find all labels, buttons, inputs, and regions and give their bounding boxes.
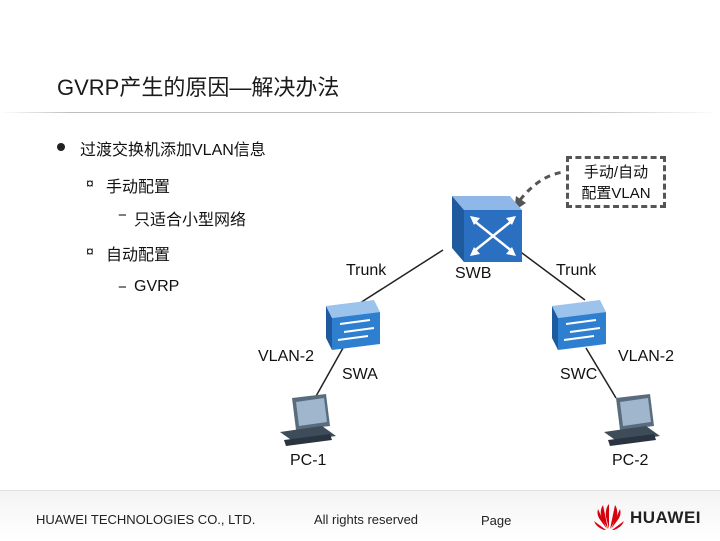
bullet-dot <box>57 143 65 151</box>
pc2-label: PC-2 <box>612 452 649 469</box>
footer-company: HUAWEI TECHNOLOGIES CO., LTD. <box>36 512 256 527</box>
pc1-label: PC-1 <box>290 452 327 469</box>
dash-symbol: − <box>118 207 127 224</box>
footer-page: Page <box>481 513 512 528</box>
trunk-link-right <box>517 249 586 301</box>
trunk-label-right: Trunk <box>556 262 597 279</box>
vlan-label-right: VLAN-2 <box>618 348 675 365</box>
bullet-small-network: 只适合小型网络 <box>134 212 247 229</box>
pc-icon <box>280 394 336 446</box>
trunk-link-left <box>359 249 444 304</box>
switch-icon <box>326 300 380 350</box>
switch-icon <box>552 300 606 350</box>
trunk-label-left: Trunk <box>346 262 387 279</box>
bullet-manual-config: 手动配置 <box>106 179 171 196</box>
callout-arrow <box>518 170 565 201</box>
huawei-logo-icon <box>594 504 624 530</box>
callout-line-2: 配置VLAN <box>581 185 651 202</box>
callout-box: 手动/自动 配置VLAN <box>566 156 666 208</box>
access-link-left <box>314 347 344 399</box>
sub-bullet-symbol: ¤ <box>86 243 94 259</box>
callout-line-1: 手动/自动 <box>583 164 649 181</box>
huawei-logo-text: HUAWEI <box>630 508 701 527</box>
swa-label: SWA <box>342 366 378 383</box>
access-link-right <box>585 347 617 399</box>
dash-symbol: − <box>118 279 127 296</box>
bullet-gvrp: GVRP <box>134 278 180 295</box>
pc-icon <box>604 394 660 446</box>
slide-title: GVRP产生的原因—解决办法 <box>57 75 340 100</box>
vlan-label-left: VLAN-2 <box>258 348 315 365</box>
swb-label: SWB <box>455 265 492 282</box>
bullet-auto-config: 自动配置 <box>106 247 171 264</box>
title-divider <box>0 112 720 113</box>
bullet-main: 过渡交换机添加VLAN信息 <box>80 142 266 159</box>
footer-bar: HUAWEI TECHNOLOGIES CO., LTD. All rights… <box>0 490 720 541</box>
footer-rights: All rights reserved <box>314 512 419 527</box>
router-icon <box>452 196 522 262</box>
sub-bullet-symbol: ¤ <box>86 175 94 191</box>
swc-label: SWC <box>560 366 598 383</box>
